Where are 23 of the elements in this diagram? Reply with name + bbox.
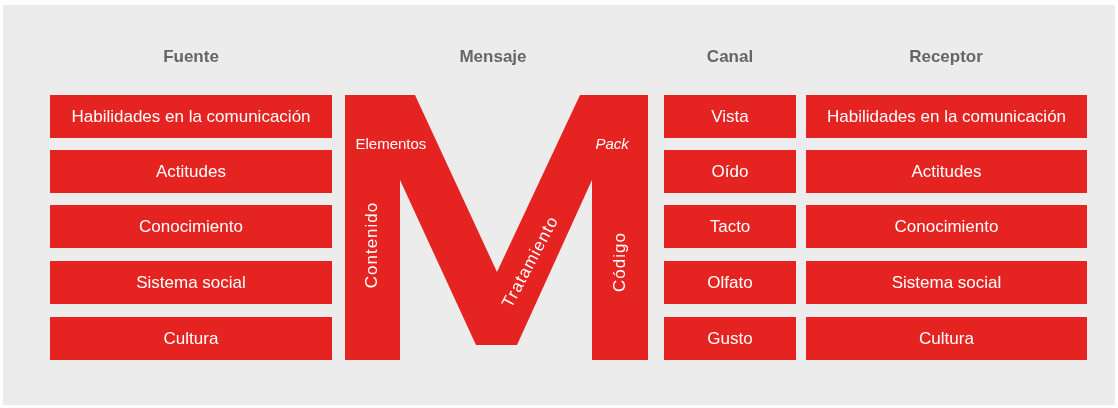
category-box: Habilidades en la comunicación xyxy=(806,95,1087,138)
category-box: Cultura xyxy=(806,317,1087,360)
column-heading: Receptor xyxy=(909,47,983,67)
category-box: Sistema social xyxy=(806,261,1087,304)
category-box: Habilidades en la comunicación xyxy=(50,95,332,138)
category-box: Gusto xyxy=(664,317,796,360)
column-heading: Fuente xyxy=(163,47,219,67)
category-box: Sistema social xyxy=(50,261,332,304)
category-box: Actitudes xyxy=(50,150,332,193)
message-element-label: Contenido xyxy=(361,201,382,289)
category-box: Conocimiento xyxy=(50,205,332,248)
category-box: Actitudes xyxy=(806,150,1087,193)
category-box: Cultura xyxy=(50,317,332,360)
column-heading: Canal xyxy=(706,47,754,67)
category-box: Oído xyxy=(664,150,796,193)
message-element-label: Código xyxy=(609,232,630,292)
category-box: Tacto xyxy=(664,205,796,248)
category-box: Olfato xyxy=(664,261,796,304)
category-box: Conocimiento xyxy=(806,205,1087,248)
message-element-label: Pack xyxy=(595,134,629,152)
column-heading: Mensaje xyxy=(459,47,527,67)
message-element-label: Elementos xyxy=(355,134,427,152)
category-box: Vista xyxy=(664,95,796,138)
